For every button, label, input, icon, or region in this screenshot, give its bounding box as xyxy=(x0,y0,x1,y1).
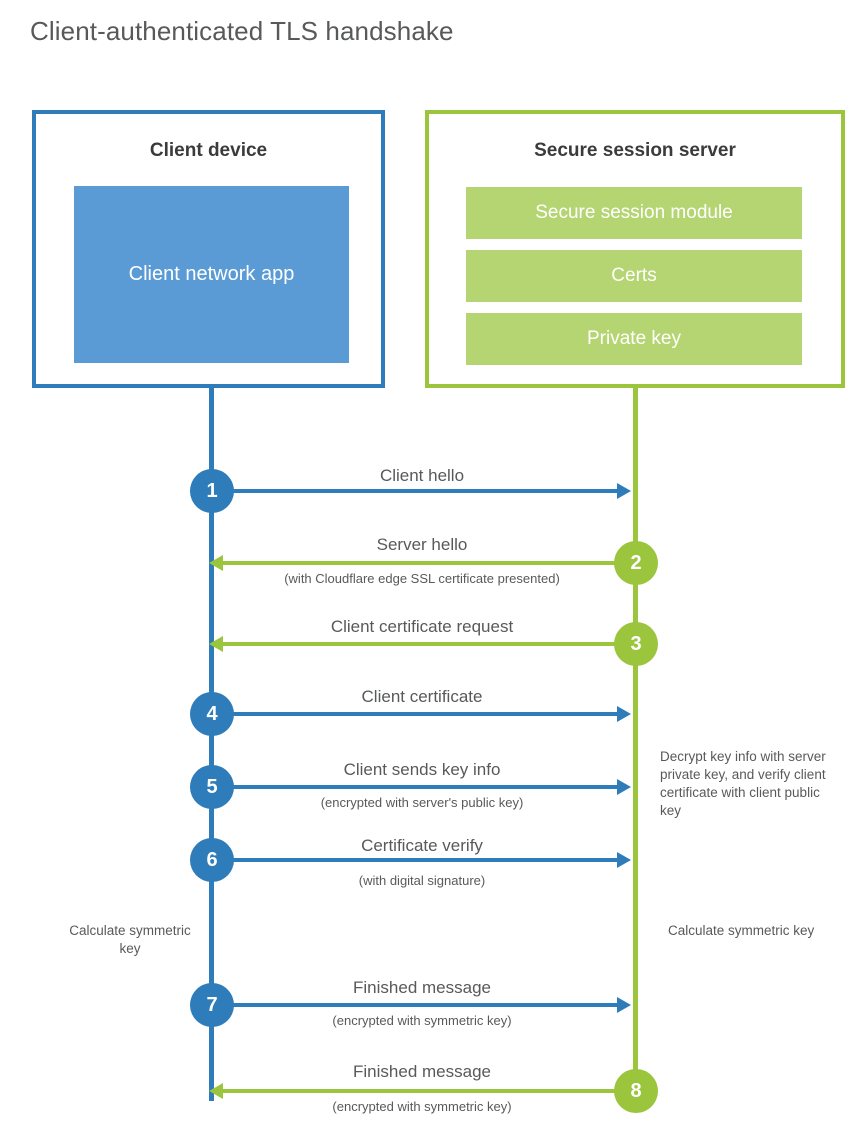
step-7-sublabel: (encrypted with symmetric key) xyxy=(332,1013,512,1028)
step-6-sublabel: (with digital signature) xyxy=(358,873,486,888)
step-7-badge: 7 xyxy=(190,983,234,1027)
step-2-label: Server hello xyxy=(376,535,468,554)
step-4-label: Client certificate xyxy=(361,687,483,706)
step-7-arrow-head-icon xyxy=(617,997,631,1013)
step-3-arrow-head-icon xyxy=(209,636,223,652)
step-5-arrow-head-icon xyxy=(617,779,631,795)
server-bar-secure-session-module: Secure session module xyxy=(466,187,802,239)
step-1-arrow-head-icon xyxy=(617,483,631,499)
step-3-badge: 3 xyxy=(614,622,658,666)
step-8-arrow-line xyxy=(222,1089,632,1093)
step-1-badge: 1 xyxy=(190,469,234,513)
step-6-label: Certificate verify xyxy=(361,836,483,855)
step-4-badge: 4 xyxy=(190,692,234,736)
client-device-title: Client device xyxy=(149,140,268,161)
page-title: Client-authenticated TLS handshake xyxy=(30,16,454,46)
server-bar-certs: Certs xyxy=(466,250,802,302)
server-calculate-symmetric-key-note: Calculate symmetric key xyxy=(668,923,815,938)
step-5-label: Client sends key info xyxy=(343,760,501,779)
step-6-arrow-line xyxy=(211,858,621,862)
step-1-arrow-line xyxy=(211,489,621,493)
step-5-badge: 5 xyxy=(190,765,234,809)
client-network-app-block: Client network app xyxy=(74,186,349,363)
step-8-sublabel: (encrypted with symmetric key) xyxy=(332,1099,512,1114)
step-5-sublabel: (encrypted with server's public key) xyxy=(320,795,524,810)
step-2-badge: 2 xyxy=(614,541,658,585)
step-2-arrow-head-icon xyxy=(209,555,223,571)
step-8-badge: 8 xyxy=(614,1069,658,1113)
step-4-arrow-head-icon xyxy=(617,706,631,722)
step-2-arrow-line xyxy=(222,561,632,565)
step-6-arrow-head-icon xyxy=(617,852,631,868)
client-calculate-symmetric-key-note: Calculate symmetric key xyxy=(69,923,191,956)
step-1-label: Client hello xyxy=(379,466,465,485)
server-bar-private-key: Private key xyxy=(466,313,802,365)
step-3-label: Client certificate request xyxy=(330,617,514,636)
step-3-arrow-line xyxy=(222,642,632,646)
client-device-box: Client device Client network app xyxy=(32,110,385,388)
server-lifeline xyxy=(633,388,638,1091)
step-8-arrow-head-icon xyxy=(209,1083,223,1099)
step-4-arrow-line xyxy=(211,712,621,716)
client-lifeline xyxy=(209,388,214,1101)
step-5-arrow-line xyxy=(211,785,621,789)
server-decrypt-note: Decrypt key info with server private key… xyxy=(660,749,826,818)
step-7-arrow-line xyxy=(211,1003,621,1007)
step-6-badge: 6 xyxy=(190,838,234,882)
secure-session-server-box: Secure session server Secure session mod… xyxy=(425,110,845,388)
step-8-label: Finished message xyxy=(353,1062,491,1081)
secure-session-server-title: Secure session server xyxy=(534,140,736,161)
step-7-label: Finished message xyxy=(353,978,491,997)
step-2-sublabel: (with Cloudflare edge SSL certificate pr… xyxy=(284,571,560,586)
